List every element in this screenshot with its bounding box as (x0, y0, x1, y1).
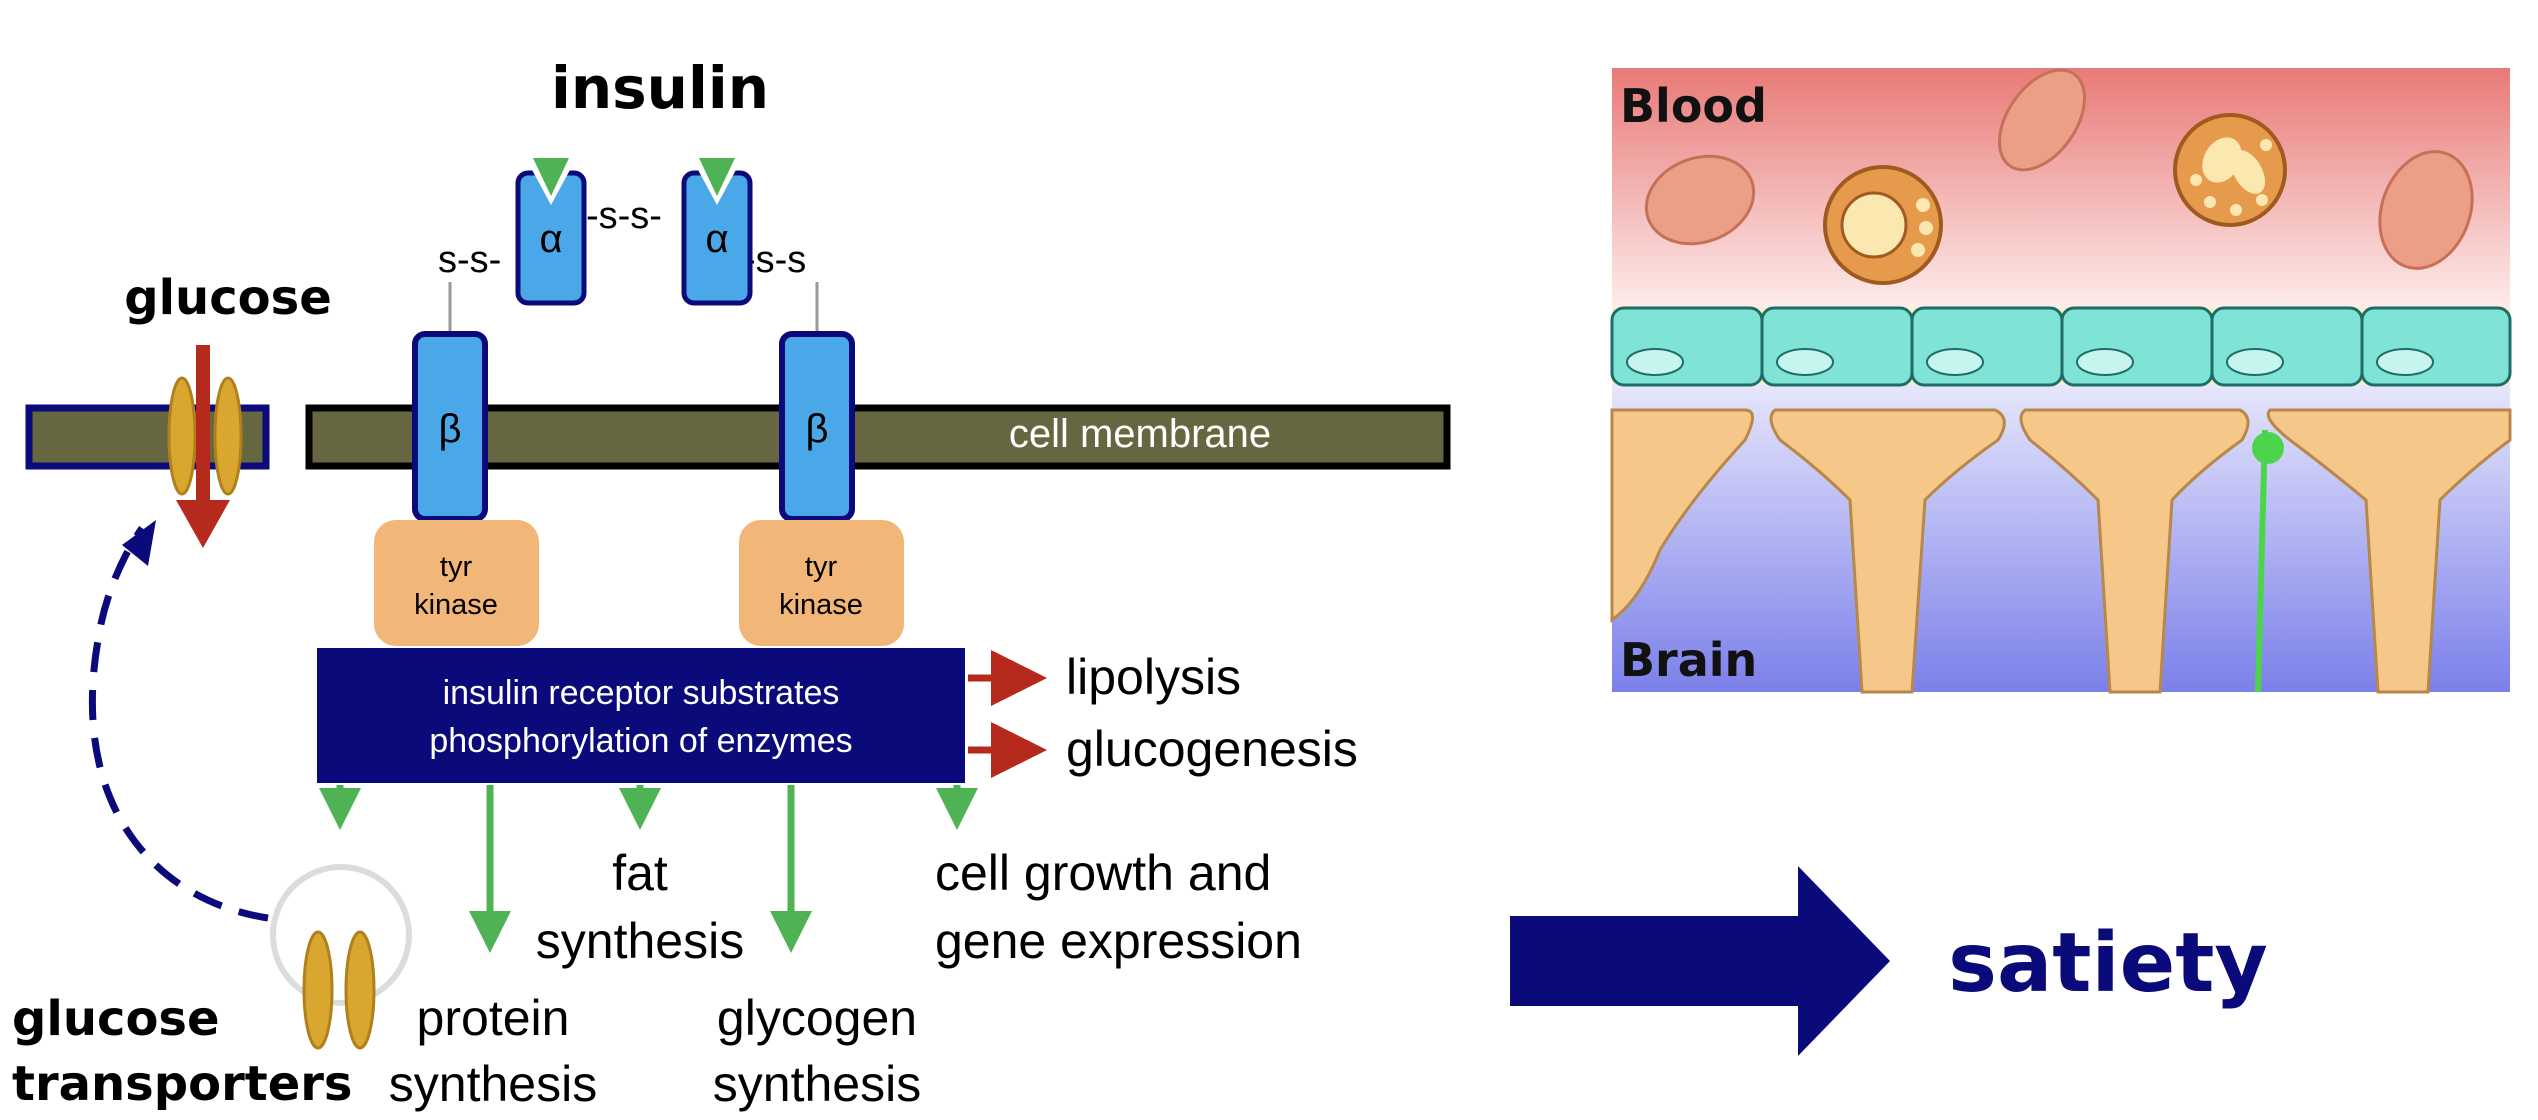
alpha-label-left: α (539, 217, 562, 261)
red-blood-cell (1997, 68, 2087, 172)
result-arrow (1510, 866, 1890, 1056)
glucose-influx-arrow-shaft (196, 345, 210, 505)
red-blood-cell (2378, 150, 2474, 270)
glycogen-synthesis-line2: synthesis (713, 1056, 921, 1112)
beta-label-right: β (805, 407, 828, 451)
beta-subunit-left (412, 331, 488, 522)
glycogen-synthesis-line1: glycogen (717, 990, 917, 1046)
insulin-marker-left (533, 158, 569, 196)
insulin-receptor-substrates-box: insulin receptor substrates phosphorylat… (317, 648, 965, 783)
insulin-receptor-beta-subunits: β β (412, 331, 855, 522)
glucose-transporters-line2: transporters (12, 1056, 353, 1112)
channel-subunit-right (213, 376, 243, 496)
result-arrow-shaft (1510, 916, 1800, 1006)
lipolysis-label: lipolysis (1066, 649, 1241, 705)
brain-label: Brain (1620, 633, 1757, 687)
tyr-kinase-right: tyr kinase (739, 520, 904, 646)
insulin-receptor-diagram: insulin cell membrane glucose s-s- -s-s-… (12, 54, 1451, 1112)
white-blood-cell (2173, 113, 2287, 227)
protein-synthesis-line1: protein (417, 990, 570, 1046)
substrates-line2: phosphorylation of enzymes (429, 722, 852, 760)
kinase-box-right (739, 520, 904, 646)
neuron-terminal (2252, 432, 2284, 464)
kinase-left-line2: kinase (414, 589, 498, 621)
glucogenesis-label: glucogenesis (1066, 721, 1358, 777)
endothelial-cell-layer (1610, 306, 2512, 387)
glucose-transporters-line1: glucose (12, 991, 220, 1047)
cell-growth-line1: cell growth and (935, 845, 1271, 901)
transporter-subunit-left (302, 930, 334, 1050)
red-blood-cell (1644, 154, 1756, 246)
translocation-arrowhead (122, 520, 156, 566)
alpha-label-right: α (705, 217, 728, 261)
glucose-label: glucose (124, 270, 332, 326)
fat-synthesis-line1: fat (612, 845, 668, 901)
kinase-right-line1: tyr (805, 551, 838, 583)
cell-membrane (305, 404, 1451, 470)
disulfide-bond-middle: -s-s- (586, 195, 662, 237)
kinase-box-left (374, 520, 539, 646)
tyr-kinase-left: tyr kinase (374, 520, 539, 646)
beta-subunit-right (779, 331, 855, 522)
protein-synthesis-line2: synthesis (389, 1056, 597, 1112)
blood-brain-barrier-illustration: Blood Brain (1610, 68, 2512, 694)
substrates-box (317, 648, 965, 783)
result-arrowhead (1798, 866, 1890, 1056)
white-blood-cell (1823, 165, 1943, 285)
channel-subunit-left (167, 376, 197, 496)
fat-synthesis-line2: synthesis (536, 913, 744, 969)
insulin-label: insulin (551, 54, 769, 122)
satiety-label: satiety (1948, 916, 2268, 1011)
translocation-path (88, 526, 269, 922)
kinase-left-line1: tyr (440, 551, 473, 583)
vesicle (270, 864, 412, 1006)
disulfide-bond-right: -s-s (743, 239, 806, 281)
blood-label: Blood (1620, 79, 1767, 133)
insulin-receptor-alpha-subunits: s-s- -s-s- -s-s α α (438, 158, 806, 306)
transporter-subunit-right (344, 930, 376, 1050)
beta-label-left: β (438, 407, 461, 451)
substrates-line1: insulin receptor substrates (443, 674, 840, 712)
insulin-marker-right (699, 158, 735, 196)
astrocyte-end-feet (1610, 408, 2512, 694)
glucose-influx-arrowhead (176, 500, 230, 548)
disulfide-bond-left: s-s- (438, 239, 501, 281)
cell-membrane-label: cell membrane (1009, 412, 1271, 456)
kinase-right-line2: kinase (779, 589, 863, 621)
glucose-channel (167, 345, 243, 548)
cell-growth-line2: gene expression (935, 913, 1302, 969)
